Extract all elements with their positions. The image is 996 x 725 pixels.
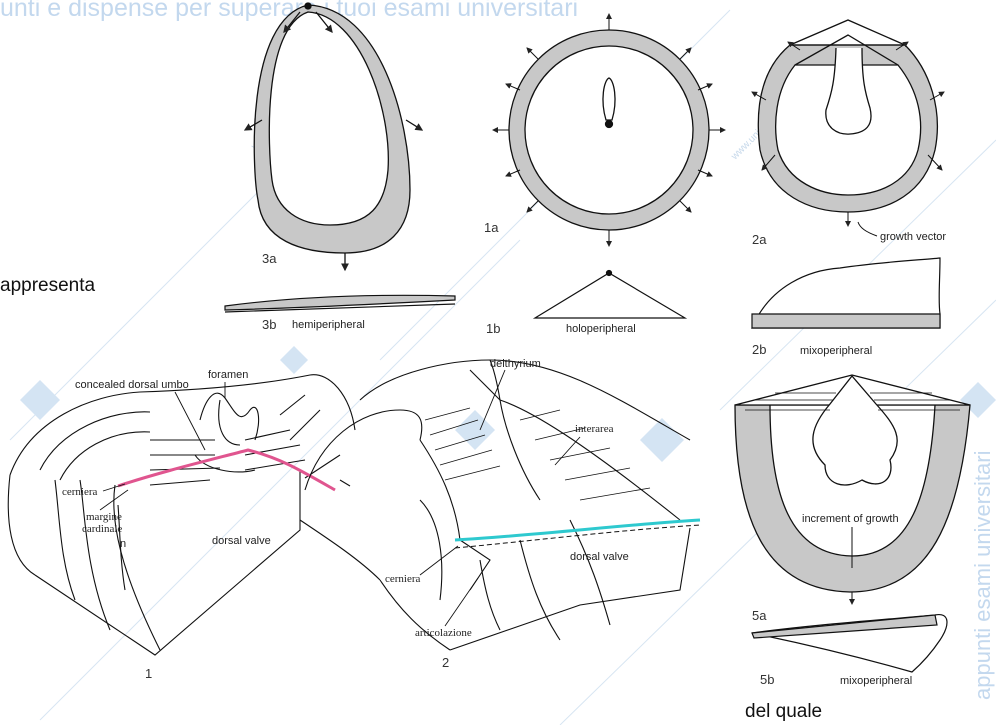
label-2a: 2a (752, 232, 767, 247)
label-dorsal-valve-1: dorsal valve (212, 535, 271, 547)
watermark-side-text: appunti esami universitari (970, 451, 995, 700)
label-figure-2-number: 2 (442, 655, 449, 670)
label-interarea: interarea (575, 423, 614, 435)
figure-2a-shell (758, 20, 937, 212)
hinge-figure-2-hatching (425, 408, 650, 500)
hinge-figure-1-drawing (8, 375, 355, 655)
label-cardinale: cardinale (82, 523, 122, 535)
label-3b: 3b (262, 317, 276, 332)
label-delthyrium: delthyrium (490, 358, 541, 370)
caption-5b: mixoperipheral (840, 675, 912, 687)
caption-2b: mixoperipheral (800, 345, 872, 357)
label-foramen: foramen (208, 369, 248, 381)
hinge-line-2 (455, 520, 700, 540)
label-5b: 5b (760, 672, 774, 687)
label-1b: 1b (486, 321, 500, 336)
pointer-interarea (555, 437, 580, 465)
label-margine: margine (86, 511, 122, 523)
figure-3a-shell (245, 3, 422, 270)
hinge-figure-2-drawing (300, 360, 690, 650)
figure-3b-profile (225, 295, 455, 312)
label-dorsal-valve-2: dorsal valve (570, 551, 629, 563)
doc-text-left: appresenta (0, 275, 96, 296)
label-1a: 1a (484, 220, 499, 235)
caption-1b: holoperipheral (566, 323, 636, 335)
doc-text-bottom: del quale (745, 701, 822, 722)
label-articolazione: articolazione (415, 627, 472, 639)
growth-vector-label: growth vector (880, 231, 946, 243)
pointer-articolazione (445, 578, 478, 626)
label-3a: 3a (262, 251, 277, 266)
label-5a: 5a (752, 608, 767, 623)
label-2b: 2b (752, 342, 766, 357)
label-concealed-dorsal-umbo: concealed dorsal umbo (75, 379, 189, 391)
figure-1a-shell (509, 30, 709, 230)
label-cerniera-2: cerniera (385, 573, 421, 585)
label-n: n (120, 538, 126, 550)
caption-3b: hemiperipheral (292, 319, 365, 331)
growth-vector-pointer (858, 222, 877, 236)
figure-1b-profile (535, 271, 685, 319)
increment-of-growth-label: increment of growth (802, 513, 899, 525)
figure-5b-profile (752, 615, 947, 672)
label-figure-1-number: 1 (145, 666, 152, 681)
pointer-concealed-umbo (175, 392, 205, 450)
pointer-cerniera-2 (420, 546, 458, 575)
label-cerniera-1: cerniera (62, 486, 98, 498)
figure-2b-profile (752, 258, 940, 328)
